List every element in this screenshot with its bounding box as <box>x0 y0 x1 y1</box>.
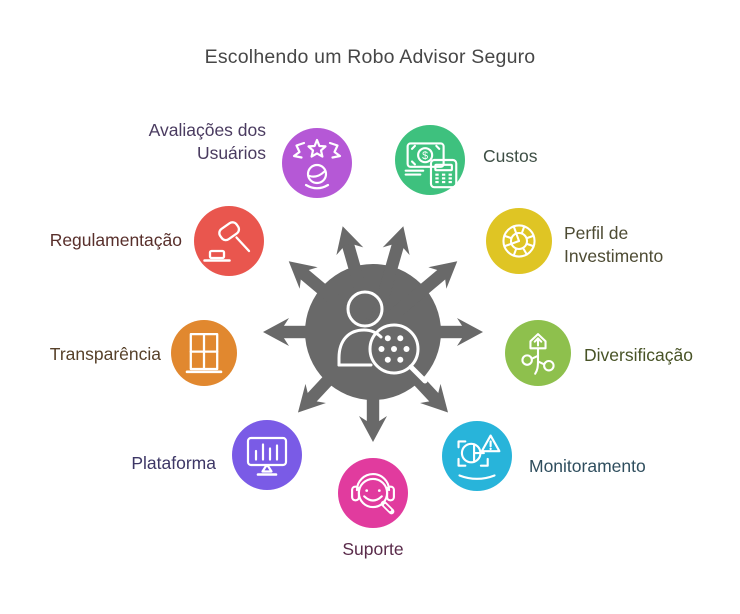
perfil-label: Perfil de Investimento <box>564 223 664 266</box>
custos-label: Custos <box>483 146 538 166</box>
perfil-circle <box>486 208 552 274</box>
pie-wheel-icon <box>502 224 536 258</box>
branching-plant-icon <box>521 333 555 375</box>
avaliacoes-circle <box>282 128 352 198</box>
monitoramento-label: Monitoramento <box>529 456 646 476</box>
suporte-label: Suporte <box>342 539 404 559</box>
person-search-icon <box>337 290 428 384</box>
monitor-bars-icon <box>246 436 288 476</box>
regulamentacao-circle <box>194 206 264 276</box>
user-rating-stars-icon <box>292 138 342 190</box>
transparencia-circle <box>171 320 237 386</box>
custos-circle: $ <box>395 125 465 195</box>
money-calculator-icon: $ <box>404 142 458 189</box>
hub-radial-arrows <box>263 226 483 442</box>
monitoramento-circle <box>442 421 512 491</box>
handle-inner-line <box>383 503 392 512</box>
plataforma-label: Plataforma <box>131 453 216 473</box>
diagram-title: Escolhendo um Robo Advisor Seguro <box>204 46 536 68</box>
diversificacao-label: Diversificação <box>584 345 693 365</box>
regulamentacao-label: Regulamentação <box>49 230 182 250</box>
support-headset-icon <box>351 472 395 515</box>
plataforma-circle <box>232 420 302 490</box>
suporte-circle <box>338 458 408 528</box>
svg-text:$: $ <box>422 150 428 162</box>
gavel-icon <box>203 221 251 262</box>
avaliacoes-label: Avaliações dos Usuários <box>148 120 266 163</box>
transparencia-label: Transparência <box>49 344 161 364</box>
diversificacao-circle <box>505 320 571 386</box>
chart-alert-icon <box>457 434 501 480</box>
window-icon <box>185 333 223 374</box>
